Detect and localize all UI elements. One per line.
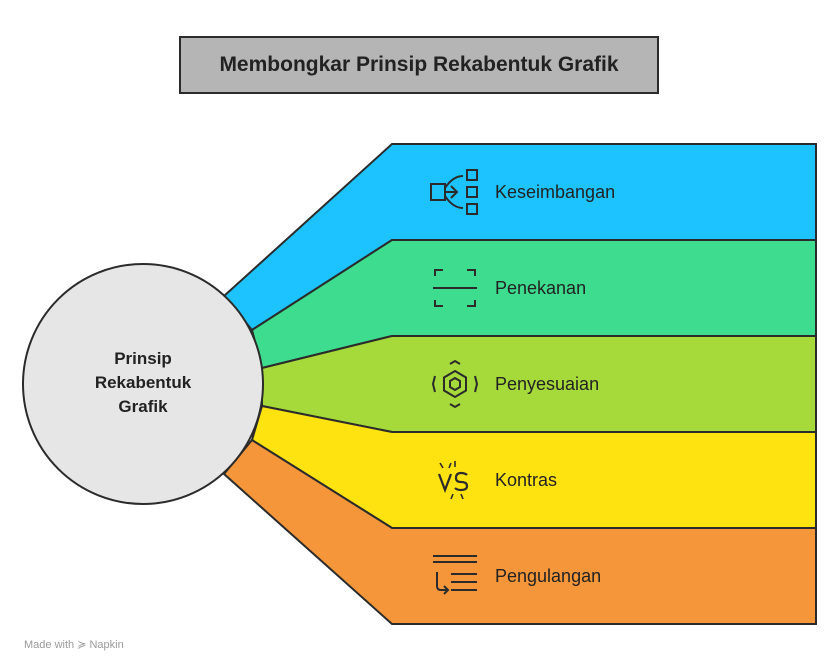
emphasis-frame-icon (433, 269, 477, 307)
alignment-hexagon-icon (431, 359, 479, 409)
branch-bands: KeseimbanganPenekananPenyesuaianKontrasP… (222, 143, 817, 625)
repeat-list-icon (433, 555, 477, 595)
branch-band (222, 438, 817, 625)
diagram-title: Membongkar Prinsip Rekabentuk Grafik (179, 36, 659, 94)
branch-keseimbangan: Keseimbangan (222, 143, 817, 332)
watermark: Made with ≽ Napkin (24, 639, 124, 651)
center-label-line-1: Prinsip (114, 349, 172, 368)
branch-penyesuaian: Penyesuaian (261, 335, 817, 433)
branch-label: Kontras (495, 470, 557, 490)
center-node: Prinsip Rekabentuk Grafik (22, 263, 264, 505)
branch-label: Penyesuaian (495, 374, 599, 394)
branch-label: Keseimbangan (495, 182, 615, 202)
branch-pengulangan: Pengulangan (222, 438, 817, 625)
branch-label: Penekanan (495, 278, 586, 298)
center-circle (22, 263, 264, 505)
center-label-line-2: Rekabentuk (95, 373, 192, 392)
center-label-line-3: Grafik (118, 397, 168, 416)
balance-hierarchy-icon (430, 169, 478, 215)
versus-icon (437, 461, 469, 500)
branch-label: Pengulangan (495, 566, 601, 586)
